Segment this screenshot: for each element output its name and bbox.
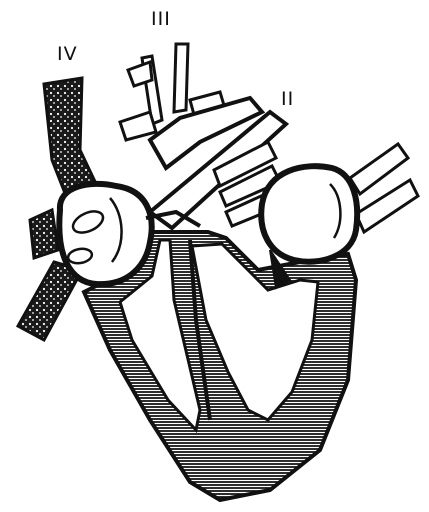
right-atrium (59, 184, 151, 284)
label-ii: II (281, 90, 294, 109)
left-atrium (261, 166, 357, 262)
vessel-iii-stub-b (120, 112, 156, 140)
vessel-iii-stub-a (128, 62, 152, 86)
label-iii: III (151, 10, 171, 29)
label-iv: IV (57, 45, 78, 64)
vessel-left-stub (30, 210, 58, 258)
vessel-iii-right (174, 44, 188, 112)
